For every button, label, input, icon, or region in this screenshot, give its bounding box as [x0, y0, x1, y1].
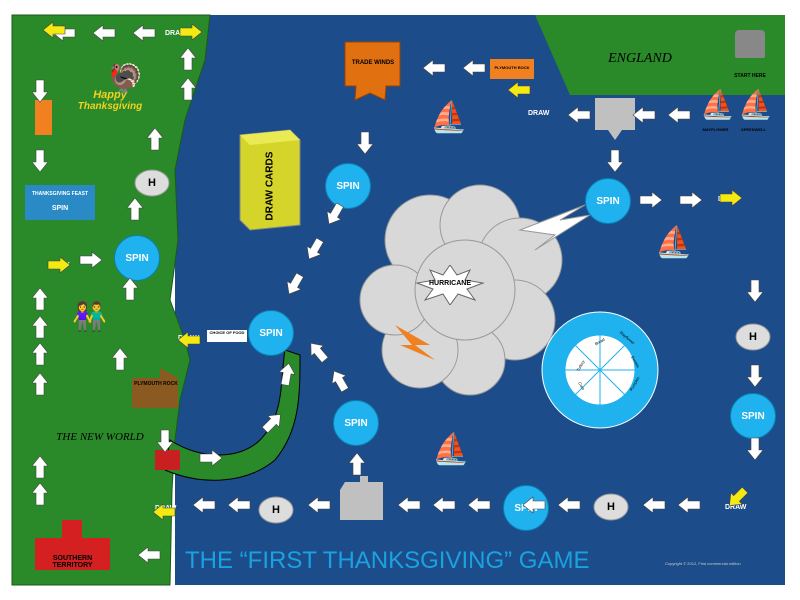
hurricane-label: HURRICANE: [429, 280, 471, 287]
speedwell-label: SPEEDWELL: [741, 127, 766, 132]
new-world-label: THE NEW WORLD: [56, 431, 144, 443]
h-space[interactable]: H: [258, 495, 294, 525]
mayflower-ship-icon: ⛵: [700, 89, 735, 120]
pilgrims-icon: 👫: [72, 301, 107, 332]
draw-space[interactable]: DRAW: [528, 110, 550, 117]
choice-of-food-space[interactable]: [207, 330, 247, 342]
spinner-wheel: [541, 311, 659, 429]
spin-space[interactable]: SPIN: [325, 163, 371, 209]
spin-space[interactable]: SPIN: [333, 400, 379, 446]
speedwell-ship-icon: ⛵: [738, 89, 773, 120]
thanksgiving-label: Thanksgiving: [77, 101, 143, 112]
h-space[interactable]: H: [134, 168, 170, 198]
spin-space[interactable]: SPIN: [503, 485, 549, 531]
mayflower-label: MAYFLOWER: [702, 127, 729, 132]
choice-of-food-label: CHOICE OF FOOD: [209, 330, 245, 335]
plymouth-rock-sign: [490, 59, 534, 79]
copyright-text: Copyright © 2012, First commercial editi…: [665, 561, 741, 566]
ship-icon: ⛵: [430, 101, 468, 134]
h-space[interactable]: H: [735, 322, 771, 352]
southern-territory-label: SOUTHERN TERRITORY: [52, 555, 93, 570]
spin-space[interactable]: SPIN: [114, 235, 160, 281]
spin-space[interactable]: SPIN: [585, 178, 631, 224]
hurricane-burst: [415, 264, 485, 306]
ship-icon: ⛵: [655, 226, 693, 259]
spin-space[interactable]: SPIN: [248, 310, 294, 356]
plymouth-rock-label: PLYMOUTH ROCK: [134, 381, 178, 387]
h-space[interactable]: H: [593, 492, 629, 522]
feast-spin-label[interactable]: SPIN: [51, 205, 69, 212]
plymouth-rock-sign-label: PLYMOUTH ROCK: [494, 65, 530, 70]
feast-label: THANKSGIVING FEAST: [31, 191, 89, 197]
pilgrim-hat-icon: [735, 30, 765, 58]
turkey-icon: 🦃: [108, 63, 143, 94]
hurricane-cloud: [359, 184, 563, 396]
draw-space[interactable]: DRAW: [725, 504, 747, 511]
draw-space[interactable]: DRAW: [165, 30, 187, 37]
game-title: THE “FIRST THANKSGIVING” GAME: [185, 547, 590, 574]
ship-icon: ⛵: [432, 433, 470, 466]
happy-label: Happy: [93, 89, 127, 101]
start-here-label: START HERE: [734, 73, 766, 79]
trade-winds-label: TRADE WINDS: [351, 60, 395, 66]
england-label: ENGLAND: [608, 51, 672, 66]
